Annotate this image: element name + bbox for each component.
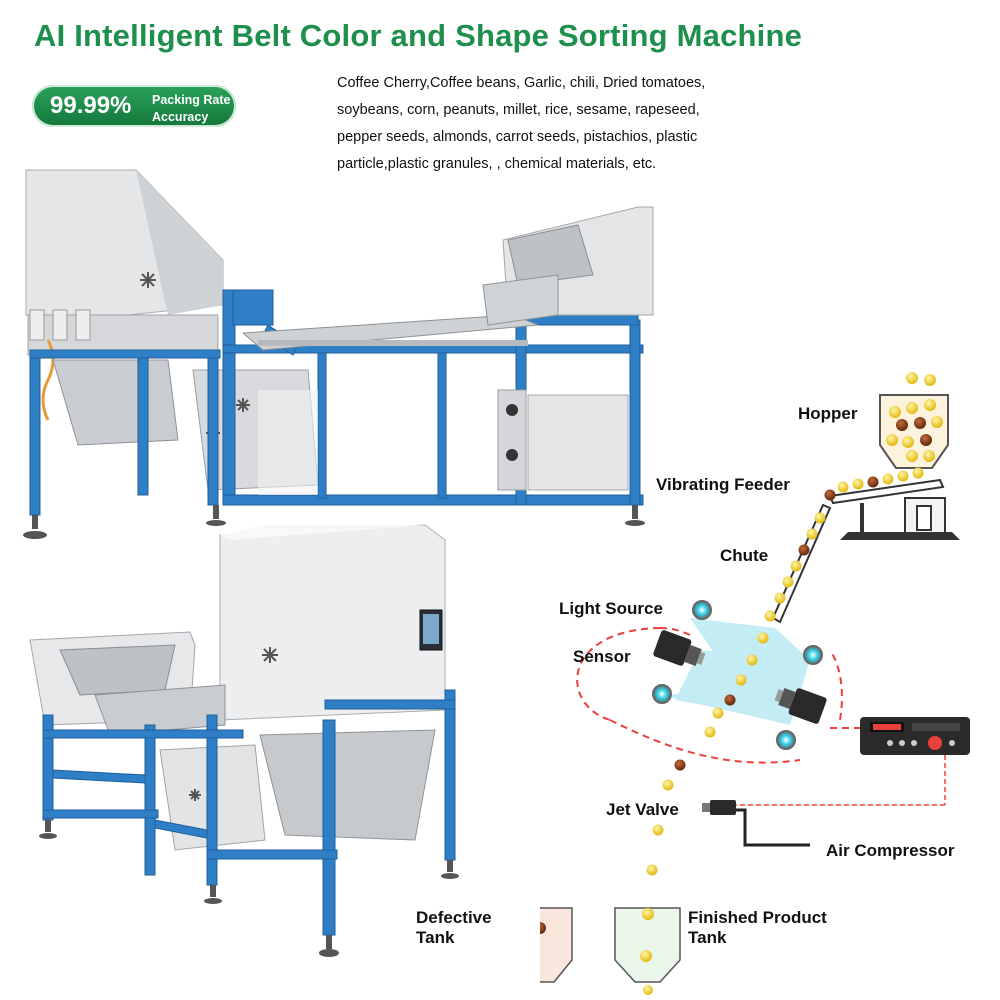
finished-tank-label: Finished Product Tank [688,908,827,948]
page-title: AI Intelligent Belt Color and Shape Sort… [34,18,803,53]
light-source-icons [652,600,823,750]
materials-line: particle,plastic granules, , chemical ma… [337,156,657,172]
defective-tank-label: Defective Tank [416,908,492,948]
signal-loop [576,627,865,764]
hopper-icon [879,372,949,469]
air-compressor-label: Air Compressor [826,841,955,860]
defective-tank-icon [540,907,573,983]
accuracy-label-line1: Packing Rate [152,93,231,107]
materials-line: soybeans, corn, peanuts, millet, rice, s… [337,102,700,118]
sorting-process-diagram [540,372,970,995]
accuracy-percent: 99.99% [50,92,132,119]
light-source-label: Light Source [559,599,663,618]
jet-valve-label: Jet Valve [606,800,679,819]
finished-product-tank-icon [614,907,681,995]
belt-sorter-machine-photo [23,169,654,539]
sensor-icons [653,630,827,724]
control-panel-icon [860,717,970,755]
vibrating-feeder-icon [824,467,960,540]
sensor-label: Sensor [573,647,631,666]
chute-sorter-machine-photo [29,524,459,957]
jet-valve-icon [702,800,810,847]
finished-tank-label-line2: Tank [688,928,727,947]
vibrating-feeder-label: Vibrating Feeder [656,475,790,494]
materials-line: Coffee Cherry,Coffee beans, Garlic, chil… [337,75,706,91]
hopper-label: Hopper [798,404,858,423]
defective-tank-label-line1: Defective [416,908,492,927]
accuracy-label-line2: Accuracy [152,110,209,124]
accuracy-badge: 99.99% Packing Rate Accuracy [32,85,236,127]
chute-label: Chute [720,546,769,565]
materials-list: Coffee Cherry,Coffee beans, Garlic, chil… [337,70,777,178]
chute-icon [764,503,832,624]
materials-line: pepper seeds, almonds, carrot seeds, pis… [337,129,698,145]
defective-tank-label-line2: Tank [416,928,455,947]
finished-tank-label-line1: Finished Product [688,908,827,927]
light-beams [660,618,810,725]
